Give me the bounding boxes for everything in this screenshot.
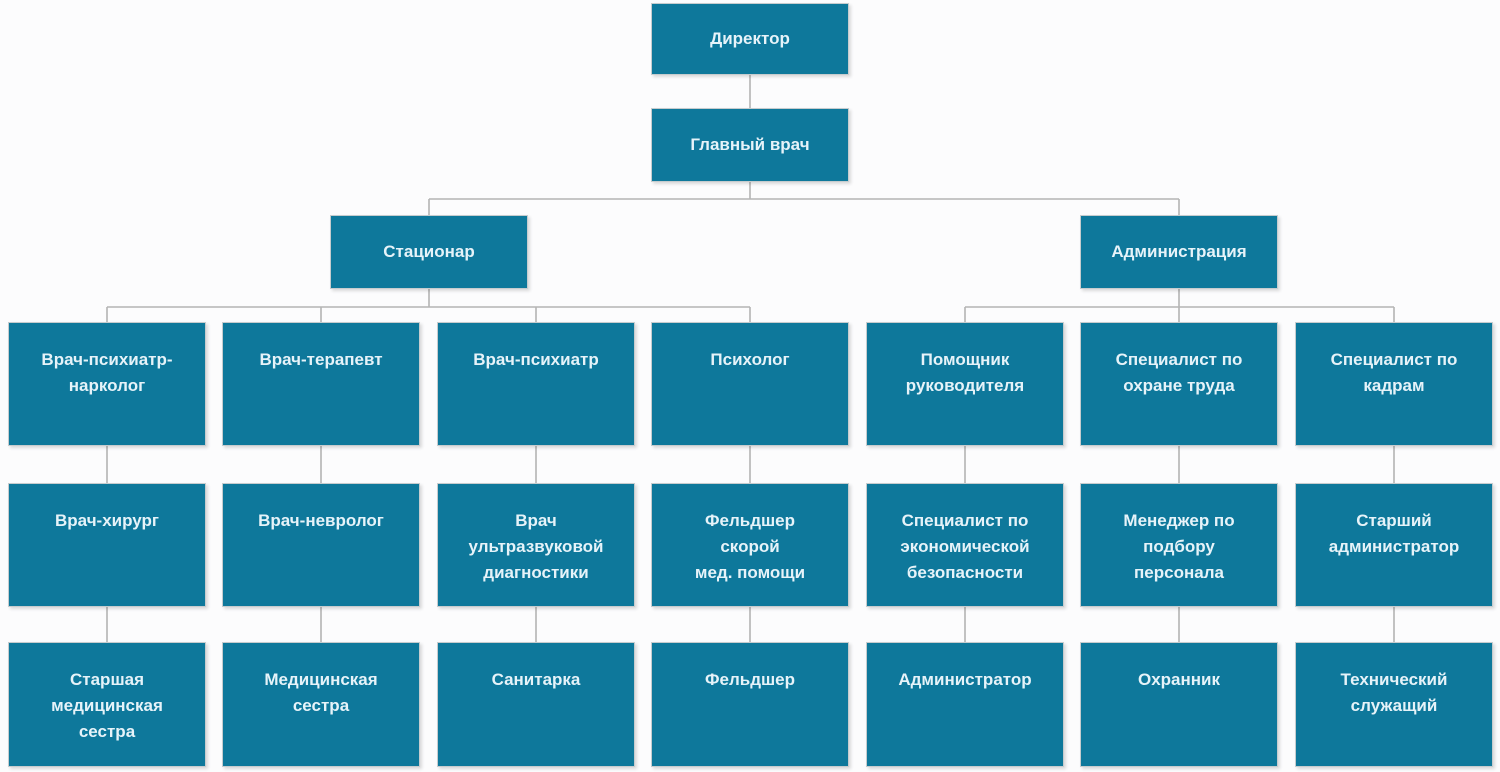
- org-node-label: Санитарка: [491, 670, 581, 689]
- org-node-nurse: Медицинская сестра: [222, 642, 420, 767]
- org-node-label: Врач-психиатр: [473, 350, 599, 369]
- org-node-label: Фельдшер: [704, 670, 795, 689]
- org-node-security-guard: Охранник: [1080, 642, 1278, 767]
- org-node-psychiatrist: Врач-психиатр: [437, 322, 635, 446]
- org-node-label: Помощник руководителя: [905, 350, 1025, 395]
- org-node-technical-worker: Технический служащий: [1295, 642, 1493, 767]
- org-node-label: Стационар: [383, 242, 475, 261]
- org-node-head-nurse: Старшая медицинская сестра: [8, 642, 206, 767]
- org-node-assistant-to-director: Помощник руководителя: [866, 322, 1064, 446]
- org-node-label: Охранник: [1137, 670, 1220, 689]
- org-node-label: Менеджер по подбору персонала: [1123, 511, 1235, 582]
- org-node-recruiting-manager: Менеджер по подбору персонала: [1080, 483, 1278, 607]
- org-node-label: Специалист по кадрам: [1330, 350, 1458, 395]
- org-node-label: Врач-терапевт: [259, 350, 383, 369]
- org-node-chief-physician: Главный врач: [651, 108, 849, 182]
- org-node-therapist: Врач-терапевт: [222, 322, 420, 446]
- org-node-orderly: Санитарка: [437, 642, 635, 767]
- org-node-director: Директор: [651, 3, 849, 75]
- org-node-label: Технический служащий: [1340, 670, 1448, 715]
- org-node-label: Администратор: [898, 670, 1032, 689]
- org-node-hr-specialist: Специалист по кадрам: [1295, 322, 1493, 446]
- org-node-administrator: Администратор: [866, 642, 1064, 767]
- org-node-label: Старший администратор: [1328, 511, 1460, 556]
- org-node-label: Врач-невролог: [258, 511, 384, 530]
- org-node-label: Врач-психиатр- нарколог: [41, 350, 173, 395]
- org-node-label: Директор: [710, 29, 790, 48]
- org-node-label: Врач-хирург: [55, 511, 159, 530]
- org-node-label: Старшая медицинская сестра: [51, 670, 163, 741]
- org-node-label: Фельдшер скорой мед. помощи: [694, 511, 806, 582]
- org-node-surgeon: Врач-хирург: [8, 483, 206, 607]
- org-node-labor-safety-specialist: Специалист по охране труда: [1080, 322, 1278, 446]
- org-node-senior-administrator: Старший администратор: [1295, 483, 1493, 607]
- org-node-ultrasound-doctor: Врач ультразвуковой диагностики: [437, 483, 635, 607]
- org-node-label: Врач ультразвуковой диагностики: [468, 511, 604, 582]
- org-node-label: Медицинская сестра: [264, 670, 378, 715]
- org-node-economic-security-specialist: Специалист по экономической безопасности: [866, 483, 1064, 607]
- org-node-administration: Администрация: [1080, 215, 1278, 289]
- org-node-neurologist: Врач-невролог: [222, 483, 420, 607]
- org-node-ambulance-paramedic: Фельдшер скорой мед. помощи: [651, 483, 849, 607]
- org-node-label: Психолог: [710, 350, 790, 369]
- org-node-label: Администрация: [1111, 242, 1247, 261]
- org-node-paramedic: Фельдшер: [651, 642, 849, 767]
- org-node-psychiatrist-narcologist: Врач-психиатр- нарколог: [8, 322, 206, 446]
- org-node-inpatient: Стационар: [330, 215, 528, 289]
- org-node-label: Специалист по экономической безопасности: [900, 511, 1030, 582]
- org-node-label: Главный врач: [690, 135, 810, 154]
- org-node-label: Специалист по охране труда: [1115, 350, 1243, 395]
- org-node-psychologist: Психолог: [651, 322, 849, 446]
